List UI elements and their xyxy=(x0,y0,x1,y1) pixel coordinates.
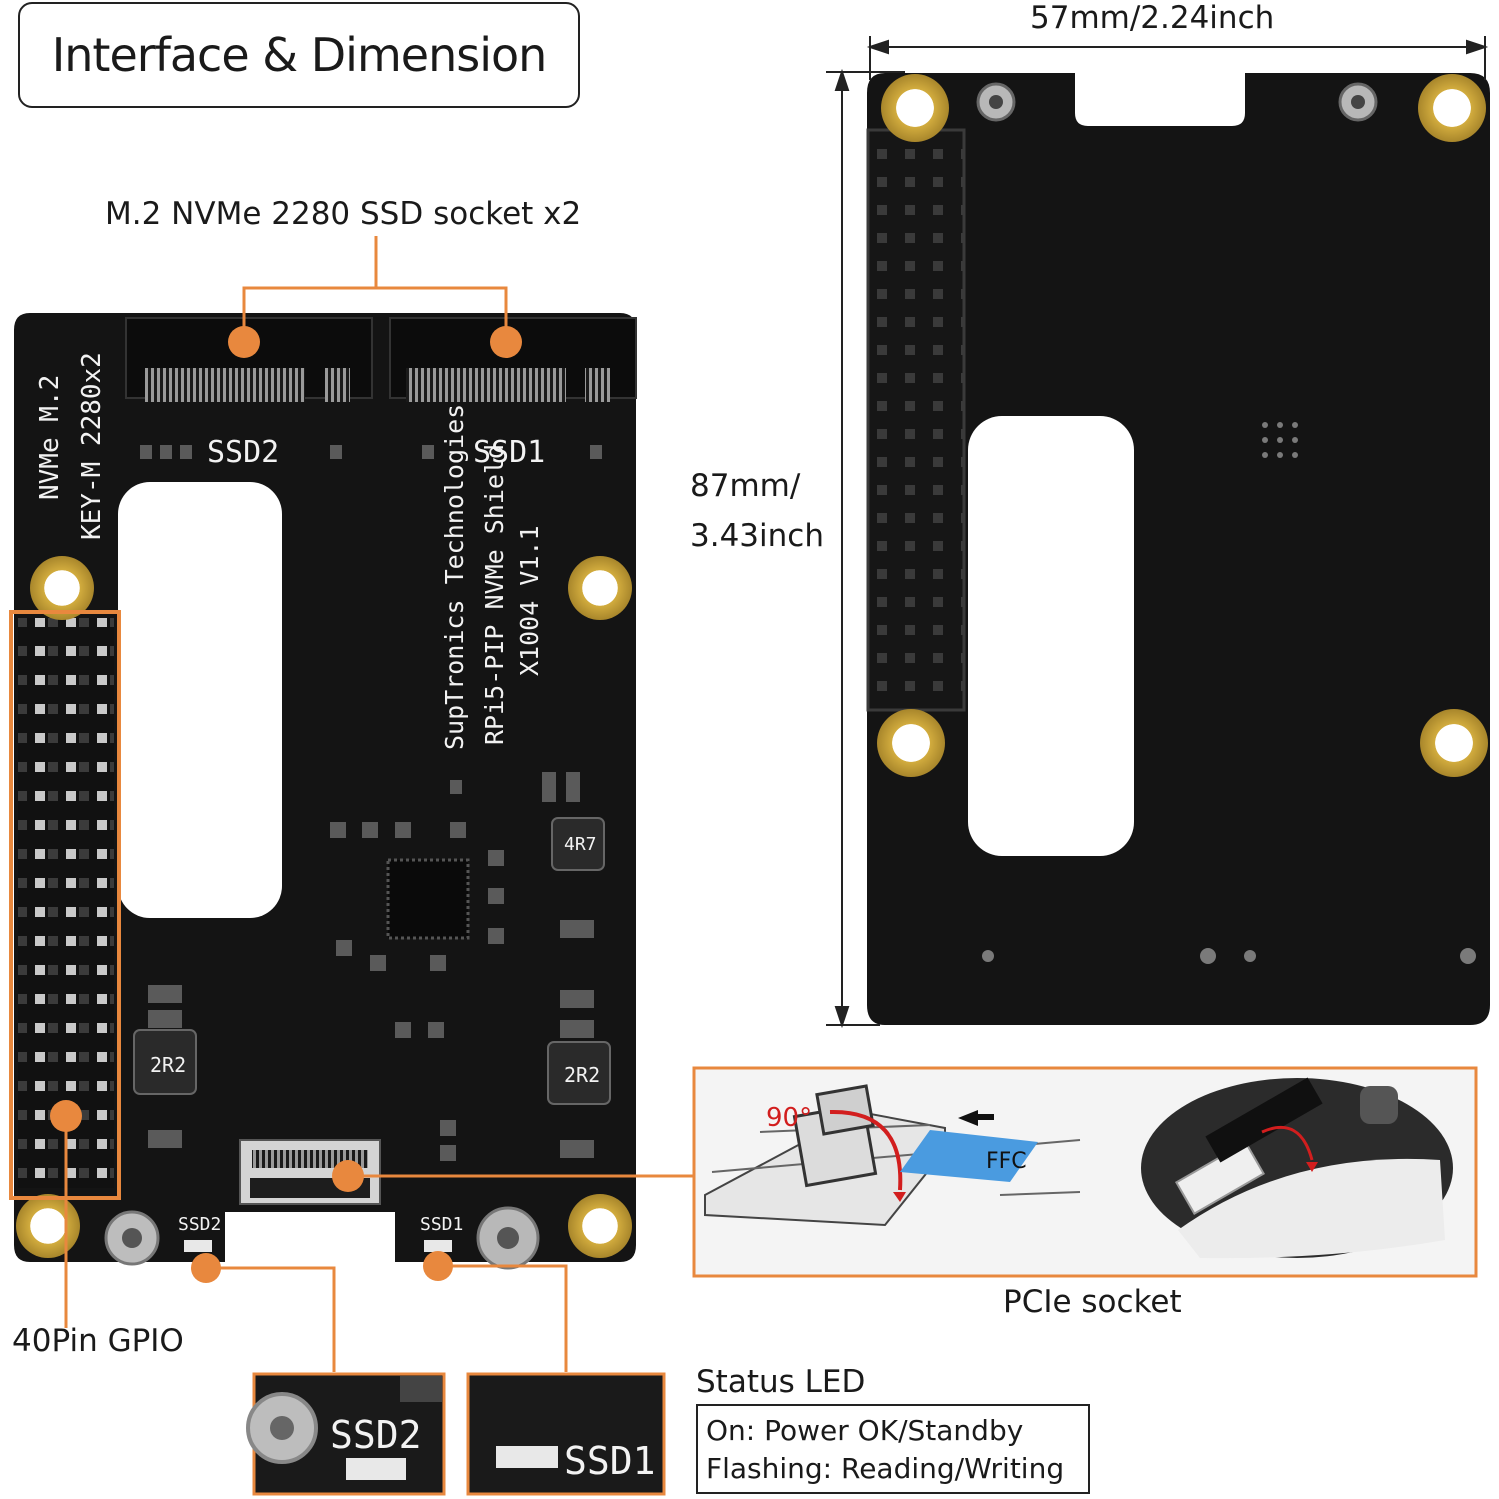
callout-lines xyxy=(64,236,694,1372)
silk-ssd2: SSD2 xyxy=(207,435,279,470)
mount-hole xyxy=(568,1194,632,1258)
led-closeup-ssd2: SSD2 xyxy=(246,1372,446,1496)
mount-hole xyxy=(568,556,632,620)
mount-hole xyxy=(1420,709,1488,777)
mount-hole xyxy=(16,1194,80,1258)
mount-hole xyxy=(1418,74,1486,142)
front-cutout xyxy=(118,482,282,918)
page-title: Interface & Dimension xyxy=(18,2,580,108)
width-dimension-label: 57mm/2.24inch xyxy=(1030,0,1275,36)
silk-brand: SupTronics Technologies xyxy=(440,404,469,750)
inductor xyxy=(551,817,605,871)
closeup-ssd1-text: SSD1 xyxy=(564,1439,656,1483)
dimension-lines xyxy=(826,36,1489,1029)
height-dimension-label-1: 87mm/ xyxy=(690,468,801,504)
gpio-header-back xyxy=(866,128,966,712)
front-silkscreen: NVMe M.2 KEY-M 2280x2 SSD2 SSD1 SupTroni… xyxy=(35,352,600,1235)
mount-hole xyxy=(881,74,949,142)
silk-led-ssd2: SSD2 xyxy=(178,1214,221,1235)
m2-socket-label: M.2 NVMe 2280 SSD socket x2 xyxy=(105,196,582,232)
mount-hole xyxy=(877,709,945,777)
m2-socket-ssd1 xyxy=(389,317,637,402)
pcie-angle-label: 90° xyxy=(766,1103,812,1133)
back-board xyxy=(866,73,1490,1025)
inductor xyxy=(133,1029,197,1095)
status-led-label: Status LED xyxy=(696,1364,866,1400)
controller-chip xyxy=(386,858,470,940)
callout-dots xyxy=(50,326,522,1283)
back-cutout xyxy=(968,416,1134,856)
led-ssd2 xyxy=(184,1240,212,1252)
silk-side-2: KEY-M 2280x2 xyxy=(77,352,107,540)
gpio-highlight-frame xyxy=(9,610,121,1200)
silk-inductor-1: 2R2 xyxy=(150,1053,186,1077)
silk-model: RPi5-PIP NVMe Shield xyxy=(480,444,509,745)
pcie-socket-label: PCIe socket xyxy=(1003,1284,1182,1320)
silk-inductor-3: 4R7 xyxy=(564,834,597,855)
closeup-ssd2-text: SSD2 xyxy=(330,1413,422,1457)
pcie-detail-panel: 90° FFC xyxy=(692,1066,1478,1278)
led-closeup-ssd1: SSD1 xyxy=(466,1372,666,1496)
height-dimension-label-2: 3.43inch xyxy=(690,518,824,554)
mount-hole xyxy=(30,556,94,620)
silk-side-1: NVMe M.2 xyxy=(35,375,65,500)
led-on-state: On: Power OK/Standby xyxy=(706,1414,1024,1447)
title-text: Interface & Dimension xyxy=(51,28,548,82)
status-led-legend: On: Power OK/Standby Flashing: Reading/W… xyxy=(696,1404,1090,1494)
pcie-ffc-label: FFC xyxy=(986,1149,1027,1174)
led-ssd1 xyxy=(424,1240,452,1252)
silk-led-ssd1: SSD1 xyxy=(420,1214,463,1235)
silk-inductor-2: 2R2 xyxy=(564,1063,600,1087)
gpio-header xyxy=(18,618,114,1188)
led-flashing-state: Flashing: Reading/Writing xyxy=(706,1452,1065,1485)
inductor xyxy=(547,1041,611,1105)
silk-version: X1004 V1.1 xyxy=(515,525,544,676)
front-board xyxy=(14,313,637,1270)
silk-ssd1: SSD1 xyxy=(473,435,545,470)
smd-components xyxy=(140,445,602,1161)
gpio-label: 40Pin GPIO xyxy=(12,1323,184,1359)
